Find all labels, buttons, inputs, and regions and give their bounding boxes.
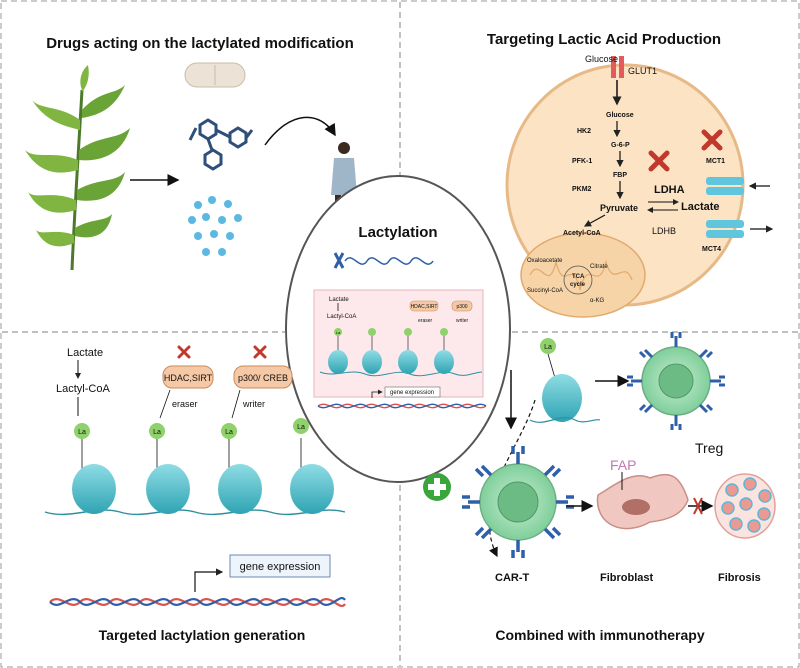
br-la-label: La bbox=[544, 344, 552, 351]
bl-la-label-4: La bbox=[297, 424, 305, 431]
bl-writer-box bbox=[233, 365, 293, 389]
bl-eraser-box bbox=[162, 365, 214, 389]
pyruvate-label: Pyruvate bbox=[600, 203, 638, 213]
ldhb-label: LDHB bbox=[652, 226, 676, 236]
arrow-drugs-to-patient bbox=[264, 116, 336, 146]
dna-helix-icon bbox=[344, 257, 434, 265]
br-title: Combined with immunotherapy bbox=[495, 627, 704, 643]
br-la-ball bbox=[540, 338, 556, 354]
car-t-cell-icon bbox=[462, 446, 574, 558]
acetyl-coa-label: Acetyl-CoA bbox=[563, 230, 601, 237]
tca-label: TCA bbox=[572, 274, 585, 280]
center-lactate-label: Lactate bbox=[329, 297, 349, 303]
br-nucleosome bbox=[542, 374, 582, 422]
pfk1-label: PFK-1 bbox=[572, 158, 592, 165]
g6p-label: G-6-P bbox=[611, 142, 630, 149]
bl-la-label-3: La bbox=[225, 429, 233, 436]
lactate-label: Lactate bbox=[681, 201, 720, 213]
mitochondrion bbox=[520, 232, 646, 318]
glucose-outer-label: Glucose bbox=[585, 54, 618, 64]
fibrosis-tissue-icon bbox=[714, 473, 776, 539]
treg-cell-icon bbox=[627, 332, 725, 430]
bl-lactyl-coa-label: Lactyl-CoA bbox=[56, 383, 110, 395]
bl-gene-expression-box bbox=[229, 554, 331, 578]
center-title: Lactylation bbox=[358, 224, 437, 241]
center-gene-expression-label: gene expression bbox=[390, 390, 434, 396]
cart-label: CAR-T bbox=[495, 572, 529, 584]
inhibit-fibrosis-icon bbox=[693, 497, 703, 515]
center-dna-strand bbox=[317, 403, 487, 409]
tr-title: Targeting Lactic Acid Production bbox=[487, 31, 721, 48]
bl-writer-box-label: p300/ CREB bbox=[238, 373, 288, 383]
glucose-inner-label: Glucose bbox=[606, 112, 634, 119]
mct4-transporter bbox=[706, 220, 744, 238]
center-writer-box bbox=[451, 300, 473, 312]
center-gene-expression-box bbox=[384, 386, 441, 398]
center-eraser-box-label: HDAC,SIRT bbox=[411, 304, 438, 310]
bl-dna-strand bbox=[49, 597, 346, 607]
inhibit-mct1-icon bbox=[701, 129, 723, 151]
center-eraser-box bbox=[409, 300, 439, 312]
mct4-label: MCT4 bbox=[702, 246, 721, 253]
ldha-label: LDHA bbox=[654, 184, 685, 196]
bl-inhibit-eraser-icon bbox=[177, 345, 191, 359]
bl-inhibit-writer-icon bbox=[253, 345, 267, 359]
bl-eraser-box-label: HDAC,SIRT bbox=[164, 373, 213, 383]
center-nucleosomes bbox=[319, 328, 483, 377]
akg-label: α-KG bbox=[590, 298, 604, 304]
treg-label: Treg bbox=[695, 440, 723, 456]
bl-gene-expression-label: gene expression bbox=[240, 561, 321, 573]
oxaloacetate-label: Oxaloacetate bbox=[527, 258, 563, 264]
citrate-label: Citrate bbox=[590, 264, 608, 270]
bl-la-label-1: La bbox=[78, 429, 86, 436]
center-eraser-label: eraser bbox=[418, 318, 433, 324]
fibrosis-label: Fibrosis bbox=[718, 572, 761, 584]
mct1-label: MCT1 bbox=[706, 158, 725, 165]
molecule-icon bbox=[188, 118, 254, 171]
bl-lactate-label: Lactate bbox=[67, 347, 103, 359]
nanoparticle-dots-icon bbox=[188, 196, 242, 256]
fbp-label: FBP bbox=[613, 172, 627, 179]
inhibit-ldha-icon bbox=[648, 150, 670, 172]
pkm2-label: PKM2 bbox=[572, 186, 592, 193]
bl-title: Targeted lactylation generation bbox=[99, 627, 306, 643]
bl-la-label-2: La bbox=[153, 429, 161, 436]
hk2-label: HK2 bbox=[577, 128, 591, 135]
center-lactyl-coa-label: Lactyl-CoA bbox=[327, 314, 356, 320]
fap-label: FAP bbox=[610, 457, 636, 473]
center-la-label: La bbox=[336, 330, 341, 335]
succinyl-coa-label: Succinyl-CoA bbox=[527, 288, 563, 294]
tl-title: Drugs acting on the lactylated modificat… bbox=[46, 35, 354, 52]
bl-nucleosomes bbox=[44, 418, 346, 516]
mct1-transporter bbox=[706, 177, 744, 195]
plus-icon bbox=[423, 473, 451, 501]
center-writer-label: writer bbox=[456, 318, 469, 324]
fibroblast-label: Fibroblast bbox=[600, 572, 654, 584]
cycle-label: cycle bbox=[570, 282, 586, 288]
herb-plant-icon bbox=[25, 65, 130, 271]
bl-eraser-label: eraser bbox=[172, 399, 198, 409]
bl-writer-label: writer bbox=[242, 399, 265, 409]
chromosome-icon bbox=[333, 252, 345, 269]
center-writer-box-label: p300 bbox=[456, 304, 467, 310]
glut1-transporter bbox=[611, 56, 616, 78]
glut1-label: GLUT1 bbox=[628, 66, 657, 76]
